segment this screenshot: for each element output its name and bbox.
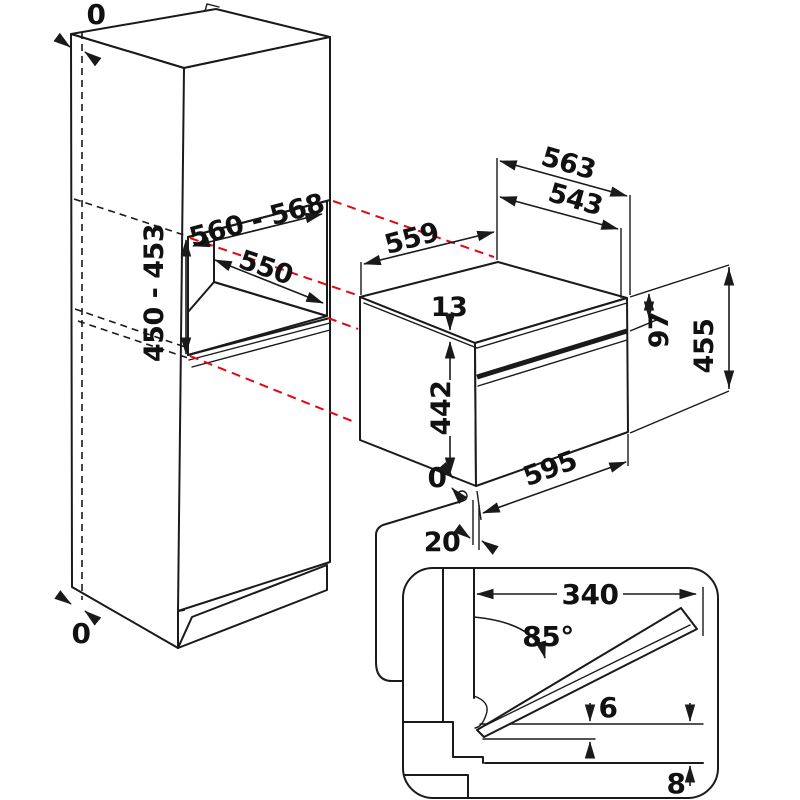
panel-bottom-ext xyxy=(629,318,660,332)
zero-front-label: 0 xyxy=(428,461,447,494)
zero-front-arrow-up xyxy=(451,487,467,505)
top-lip-label: 13 xyxy=(431,292,468,323)
hidden-niche-floor-dashed xyxy=(74,308,189,349)
detail-leader-line xyxy=(375,500,463,682)
niche-width-dim-line xyxy=(192,212,323,248)
body-height-label: 442 xyxy=(426,381,457,436)
wall-clearance-dims: 0 0 xyxy=(53,0,106,650)
protrusion-arrow-right xyxy=(481,540,499,555)
zero-top-arrow-right xyxy=(84,51,102,67)
total-height-label: 455 xyxy=(689,319,720,374)
oven-depth-dim-line xyxy=(363,230,495,266)
oven xyxy=(359,261,629,502)
zero-bottom-arrow-right xyxy=(84,610,102,626)
cabinet-top-notch xyxy=(204,3,220,12)
width563-label: 563 xyxy=(538,141,599,186)
zero-top-label: 0 xyxy=(87,0,106,31)
width563-dim-line xyxy=(499,160,628,197)
front-width-dim-line xyxy=(482,461,627,514)
cabinet-plinth xyxy=(177,564,328,649)
niche-shelf-front-edge xyxy=(187,317,331,356)
open-door xyxy=(476,607,698,738)
width543-label: 543 xyxy=(545,177,606,222)
niche-depth-dim-line xyxy=(214,259,324,304)
protrusion-label: 20 xyxy=(424,527,461,558)
zero-top-arrow-left xyxy=(53,32,71,48)
hidden-niche-top-dashed xyxy=(73,198,188,237)
detail-view-frame xyxy=(402,567,719,799)
width543-dim-line xyxy=(499,196,619,230)
door-angle-label: 85° xyxy=(522,620,573,653)
total-height-ext-bottom xyxy=(629,390,730,434)
niche-shelf-front-edge-3 xyxy=(191,329,331,368)
panel-top-ext xyxy=(629,264,730,298)
hidden-shelf-bottom-dashed xyxy=(77,320,189,359)
detail-view: 340 85° 6 8 xyxy=(375,500,719,800)
projection-line-bottom-right xyxy=(327,317,359,330)
oven-depth-label: 559 xyxy=(381,217,442,261)
zero-bottom-arrow-left xyxy=(54,590,72,605)
oven-door-gap-line xyxy=(477,339,628,387)
protrusion-arrow-left xyxy=(453,523,471,539)
section-hinge-curve xyxy=(473,695,488,729)
oven-top-lip-edge-left xyxy=(363,302,478,349)
door-clearance-label: 6 xyxy=(599,691,618,724)
oven-handle-bar xyxy=(476,328,628,380)
section-base-profile xyxy=(403,721,704,798)
zero-front-arrow-down xyxy=(437,461,454,479)
cabinet-front-face xyxy=(177,36,331,612)
cabinet-column xyxy=(70,3,331,649)
door-projection-label: 340 xyxy=(562,578,619,611)
oven-top-lip-edge-front xyxy=(476,302,628,349)
panel-height-label: 97 xyxy=(644,312,675,349)
open-door-inner-line xyxy=(481,624,691,728)
niche-shelf-front-edge-2 xyxy=(188,322,331,361)
zero-bottom-label: 0 xyxy=(72,617,91,650)
niche-height-label: 450 - 453 xyxy=(139,224,170,362)
door-angle-arc xyxy=(473,616,546,659)
bottom-clearance-label: 8 xyxy=(667,767,686,800)
